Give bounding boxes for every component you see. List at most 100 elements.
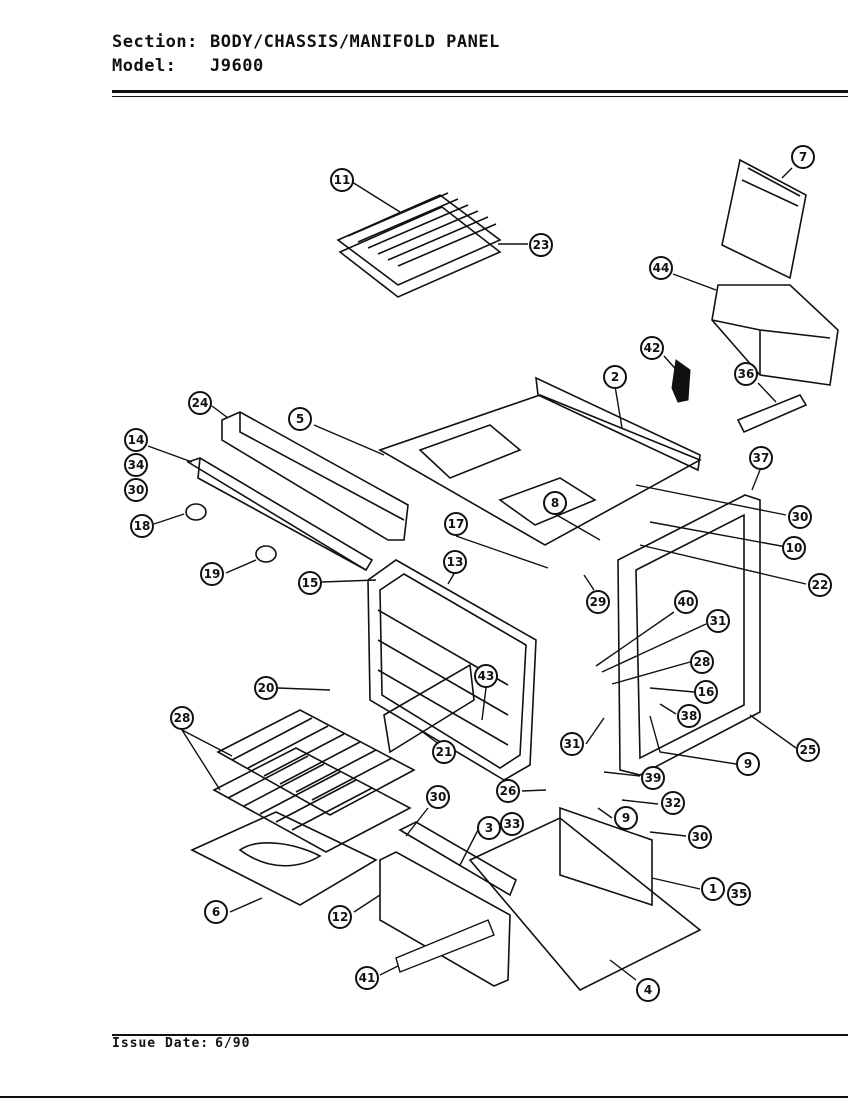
model-label: Model: — [112, 56, 177, 76]
callout-1: 1 — [701, 877, 725, 901]
part-42 — [671, 359, 691, 403]
header-rule — [112, 90, 848, 93]
part-36 — [736, 394, 808, 434]
part-12-drawer — [379, 851, 511, 987]
callout-35: 35 — [727, 882, 751, 906]
svg-text:39: 39 — [645, 771, 662, 785]
part-7 — [721, 158, 807, 280]
svg-text:9: 9 — [622, 811, 630, 825]
svg-text:6: 6 — [212, 905, 220, 919]
part-44 — [711, 284, 839, 386]
callout-29: 29 — [586, 590, 610, 614]
callout-20: 20 — [254, 676, 278, 700]
callout-17: 17 — [444, 512, 468, 536]
callout-15: 15 — [298, 571, 322, 595]
header-rule-thin — [112, 96, 848, 97]
section-value: BODY/CHASSIS/MANIFOLD PANEL — [210, 32, 500, 52]
callout-13: 13 — [443, 550, 467, 574]
callout-42: 42 — [640, 336, 664, 360]
callout-30-right: 30 — [788, 505, 812, 529]
svg-text:29: 29 — [590, 595, 607, 609]
svg-text:19: 19 — [204, 567, 221, 581]
svg-text:41: 41 — [359, 971, 376, 985]
svg-text:22: 22 — [812, 578, 829, 592]
part-18 — [185, 503, 207, 521]
part-19 — [255, 545, 277, 563]
model-value: J9600 — [210, 56, 264, 76]
callout-19: 19 — [200, 562, 224, 586]
svg-text:23: 23 — [533, 238, 550, 252]
callout-2: 2 — [603, 365, 627, 389]
part-14-rail — [186, 457, 374, 572]
svg-text:1: 1 — [709, 882, 717, 896]
callout-24: 24 — [188, 391, 212, 415]
svg-text:14: 14 — [128, 433, 145, 447]
svg-text:36: 36 — [738, 367, 755, 381]
svg-text:12: 12 — [332, 910, 349, 924]
svg-text:25: 25 — [800, 743, 817, 757]
svg-text:44: 44 — [653, 261, 670, 275]
diagram-header: Section: BODY/CHASSIS/MANIFOLD PANEL Mode… — [112, 30, 500, 78]
callout-18: 18 — [130, 514, 154, 538]
svg-text:28: 28 — [174, 711, 191, 725]
svg-text:24: 24 — [192, 396, 209, 410]
callout-28-left: 28 — [170, 706, 194, 730]
callout-33: 33 — [500, 812, 524, 836]
svg-text:38: 38 — [681, 709, 698, 723]
callout-44: 44 — [649, 256, 673, 280]
svg-text:31: 31 — [564, 737, 581, 751]
section-label: Section: — [112, 32, 198, 52]
svg-text:21: 21 — [436, 745, 453, 759]
part-13-oven-liner — [367, 559, 537, 781]
part-rack-11 — [336, 192, 502, 298]
part-6-pan — [190, 811, 378, 906]
callout-16: 16 — [694, 680, 718, 704]
svg-text:9: 9 — [744, 757, 752, 771]
svg-text:18: 18 — [134, 519, 151, 533]
callout-23: 23 — [529, 233, 553, 257]
svg-text:15: 15 — [302, 576, 319, 590]
part-4-floor — [468, 817, 702, 991]
callout-9-right: 9 — [736, 752, 760, 776]
svg-text:35: 35 — [731, 887, 748, 901]
callout-40: 40 — [674, 590, 698, 614]
svg-text:42: 42 — [644, 341, 661, 355]
callout-30-lower: 30 — [688, 825, 712, 849]
issue-date-value: 6/90 — [215, 1036, 251, 1051]
footer: Issue Date:6/90 — [112, 1036, 256, 1051]
callout-14: 14 — [124, 428, 148, 452]
svg-text:16: 16 — [698, 685, 715, 699]
callout-36: 36 — [734, 362, 758, 386]
svg-text:37: 37 — [753, 451, 770, 465]
svg-text:30: 30 — [692, 830, 709, 844]
callout-43: 43 — [474, 664, 498, 688]
svg-text:33: 33 — [504, 817, 521, 831]
svg-text:7: 7 — [799, 150, 807, 164]
svg-text:10: 10 — [786, 541, 803, 555]
part-3-rail — [398, 821, 517, 897]
callout-7: 7 — [791, 145, 815, 169]
callout-4: 4 — [636, 978, 660, 1002]
svg-text:13: 13 — [447, 555, 464, 569]
callout-39: 39 — [641, 766, 665, 790]
callout-9-lower: 9 — [614, 806, 638, 830]
callout-22: 22 — [808, 573, 832, 597]
callout-26: 26 — [496, 779, 520, 803]
svg-text:5: 5 — [296, 412, 304, 426]
svg-text:8: 8 — [551, 496, 559, 510]
callout-32: 32 — [661, 791, 685, 815]
svg-text:30: 30 — [430, 790, 447, 804]
callout-30-left: 30 — [124, 478, 148, 502]
callout-5: 5 — [288, 407, 312, 431]
footer-rule — [112, 1034, 848, 1036]
svg-text:43: 43 — [478, 669, 495, 683]
callout-6: 6 — [204, 900, 228, 924]
svg-text:40: 40 — [678, 595, 695, 609]
callout-28-right: 28 — [690, 650, 714, 674]
svg-text:30: 30 — [128, 483, 145, 497]
part-1-panel — [559, 806, 653, 907]
svg-text:3: 3 — [485, 821, 493, 835]
callout-12: 12 — [328, 905, 352, 929]
svg-text:28: 28 — [694, 655, 711, 669]
part-24-rail — [221, 411, 409, 541]
